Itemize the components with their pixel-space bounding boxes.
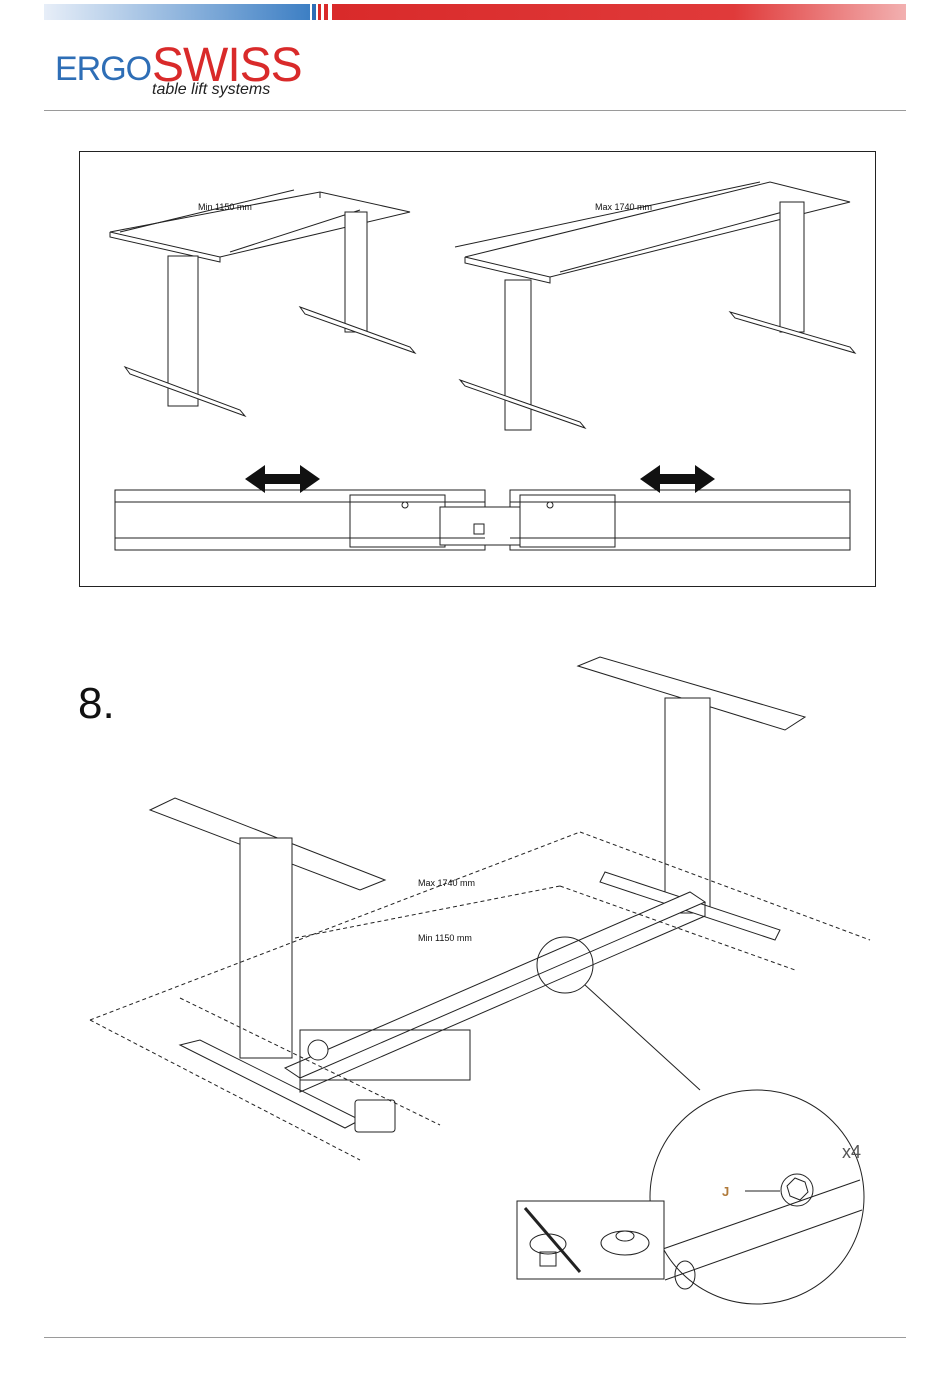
detail-leader [585,985,700,1090]
desk-frame-min [110,190,415,416]
step-8-illustration: Max 1740 mm Min 1150 mm x4 J [0,600,950,1320]
step-min-length-label: Min 1150 mm [418,933,472,943]
part-letter-label: J [722,1184,729,1199]
screw-comparison-inset [517,1201,664,1279]
desk-leg-left [150,798,385,1128]
beam-cross-section [115,490,850,550]
logo-tagline: table lift systems [152,81,270,99]
footer-divider [44,1337,906,1338]
frame-extension-figure: Min 1150 mm Max 1740 mm [79,151,876,587]
logo-ergo-text: ERGO [55,52,151,86]
ergoswiss-logo: ERGO SWISS table lift systems [55,42,315,102]
screw-detail-circle [650,1090,864,1304]
slide-arrows [245,465,715,493]
quantity-label: x4 [842,1142,861,1162]
desk-frame-max [455,182,855,430]
header-color-bar [44,4,906,20]
telescopic-beam [285,892,705,1132]
max-length-label: Max 1740 mm [595,202,652,212]
header-divider [44,110,906,111]
step-max-length-label: Max 1740 mm [418,878,475,888]
min-length-label: Min 1150 mm [198,202,252,212]
